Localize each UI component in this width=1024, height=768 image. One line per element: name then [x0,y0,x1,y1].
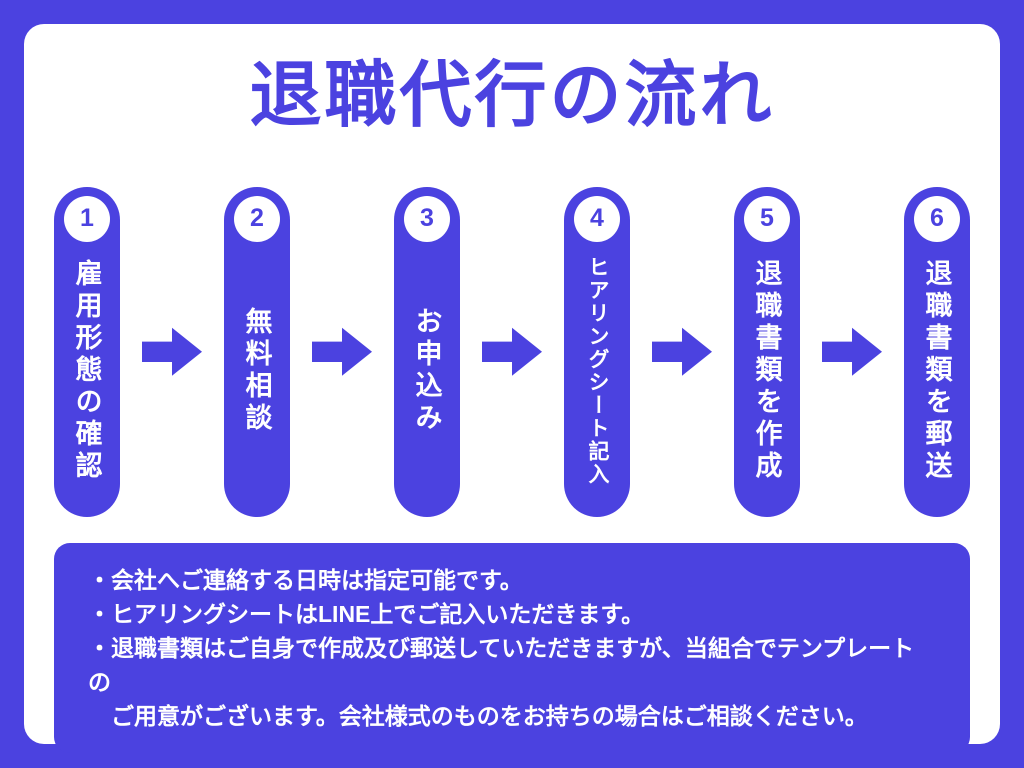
step-number-badge: 1 [64,195,110,242]
step-label: 無料相談 [241,307,272,436]
note-line: ・ヒアリングシートはLINE上でご記入いただきます。 [88,600,645,627]
step-label: お申込み [411,307,442,436]
step-number-badge: 3 [404,195,450,242]
step-number-badge: 4 [574,195,620,242]
step-pill-2: 2 無料相談 [224,186,290,517]
arrow-right-icon [822,327,882,376]
content-card: 退職代行の流れ 1 雇用形態の確認 2 無料相談 3 お申込み 4 ヒアリングシ… [24,24,1000,753]
step-pill-4: 4 ヒアリングシート記入 [564,186,630,517]
step-pill-5: 5 退職書類を作成 [734,186,800,517]
step-pill-6: 6 退職書類を郵送 [904,186,970,517]
step-number-badge: 2 [234,195,280,242]
note-line: ・退職書類はご自身で作成及び郵送していただきますが、当組合でテンプレートの [88,634,915,695]
step-pill-3: 3 お申込み [394,186,460,517]
step-number-badge: 6 [914,195,960,242]
step-label: 雇用形態の確認 [71,259,102,484]
note-line: ご用意がございます。会社様式のものをお持ちの場合はご相談ください。 [88,702,868,729]
arrow-right-icon [652,327,712,376]
arrow-right-icon [142,327,202,376]
note-line: ・会社へご連絡する日時は指定可能です。 [88,566,523,593]
step-label: ヒアリングシート記入 [586,256,609,487]
step-label: 退職書類を作成 [751,259,782,484]
arrow-right-icon [312,327,372,376]
arrow-right-icon [482,327,542,376]
step-pill-1: 1 雇用形態の確認 [54,186,120,517]
page-title: 退職代行の流れ [249,52,775,137]
steps-flow: 1 雇用形態の確認 2 無料相談 3 お申込み 4 ヒアリングシート記入 5 [54,186,970,517]
step-number-badge: 5 [744,195,790,242]
step-label: 退職書類を郵送 [921,259,952,484]
notes-box: ・会社へご連絡する日時は指定可能です。 ・ヒアリングシートはLINE上でご記入い… [54,542,970,753]
